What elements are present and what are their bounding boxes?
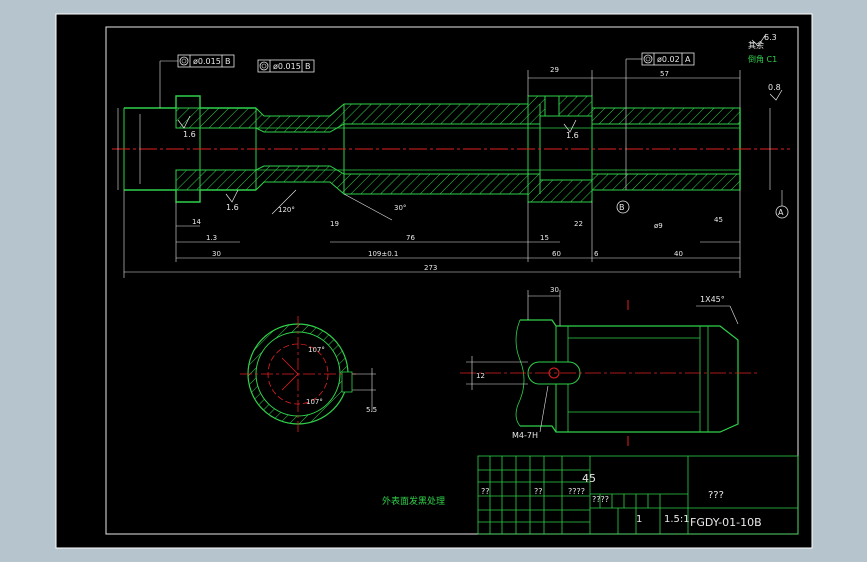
dim-76: 76 [406, 234, 415, 242]
title-mark-3: ???? [568, 487, 585, 496]
chamfer-note: 倒角 C1 [748, 54, 777, 64]
detail-dim-12: 12 [476, 372, 485, 380]
title-scale: 1.5:1 [664, 514, 690, 525]
datum-a-label: A [778, 208, 784, 217]
gdt-frame-1-datum: B [225, 57, 231, 66]
dim-109: 109±0.1 [368, 250, 398, 258]
end-view [240, 316, 376, 432]
title-mark-1: ?? [481, 487, 490, 496]
dimension-texts: 273 30 109±0.1 60 6 40 14 1.3 19 76 15 2… [192, 66, 723, 272]
section-view [112, 95, 790, 203]
dim-30-angle: 30° [394, 204, 406, 212]
datum-b-label: B [619, 203, 625, 212]
radial-hole [544, 95, 560, 117]
title-mark-4: ???? [592, 495, 609, 504]
dim-120: 120° [278, 206, 295, 214]
gdt-frame-3-value: ø0.02 [657, 55, 680, 64]
detail-chamfer-label: 1X45° [700, 295, 725, 304]
gdt-frames [159, 52, 695, 190]
title-material: 45 [582, 472, 596, 485]
surface-treatment-note: 外表面发黑处理 [382, 495, 445, 507]
drawing-border [105, 26, 799, 535]
dim-45: 45 [714, 216, 723, 224]
title-part-name: ??? [708, 490, 724, 501]
roughness-general-label: 其余 [748, 40, 764, 50]
gdt-frame-2-value: ø0.015 [273, 62, 301, 71]
dim-6: 6 [594, 250, 599, 258]
roughness-4: 0.8 [768, 83, 781, 92]
roughness-2: 1.6 [226, 203, 239, 212]
dim-total-length: 273 [424, 264, 437, 272]
outer-outline-top [124, 95, 256, 109]
detail-view [460, 290, 760, 446]
dim-29: 29 [550, 66, 559, 74]
end-view-angle-1: 107° [308, 346, 325, 354]
dim-22: 22 [574, 220, 583, 228]
dimension-lines [117, 70, 771, 278]
detail-dim-30: 30 [550, 286, 559, 294]
title-mark-2: ?? [534, 487, 543, 496]
gdt-frame-1-value: ø0.015 [193, 57, 221, 66]
end-view-width: 5.5 [366, 406, 377, 414]
dim-40: 40 [674, 250, 683, 258]
dim-15: 15 [540, 234, 549, 242]
end-view-angle-2: 107° [306, 398, 323, 406]
datum-b-marker [616, 200, 630, 214]
outer-outline-bottom [124, 189, 256, 203]
gdt-frame-3-datum: A [685, 55, 691, 64]
title-quantity: 1 [636, 514, 642, 525]
dim-19: 19 [330, 220, 339, 228]
title-drawing-number: FGDY-01-10B [690, 516, 762, 529]
dim-13: 1.3 [206, 234, 217, 242]
roughness-3: 1.6 [566, 131, 579, 140]
roughness-general: 6.3 [764, 33, 777, 42]
title-block [477, 455, 799, 535]
roughness-1: 1.6 [183, 130, 196, 139]
dim-14: 14 [192, 218, 201, 226]
roughness-symbols [177, 33, 783, 203]
dim-60: 60 [552, 250, 561, 258]
drawing-sheet [55, 13, 813, 549]
dim-57: 57 [660, 70, 669, 78]
dim-9: ø9 [654, 222, 663, 230]
detail-thread-label: M4-7H [512, 431, 538, 440]
gdt-frame-2-datum: B [305, 62, 311, 71]
dim-30: 30 [212, 250, 221, 258]
